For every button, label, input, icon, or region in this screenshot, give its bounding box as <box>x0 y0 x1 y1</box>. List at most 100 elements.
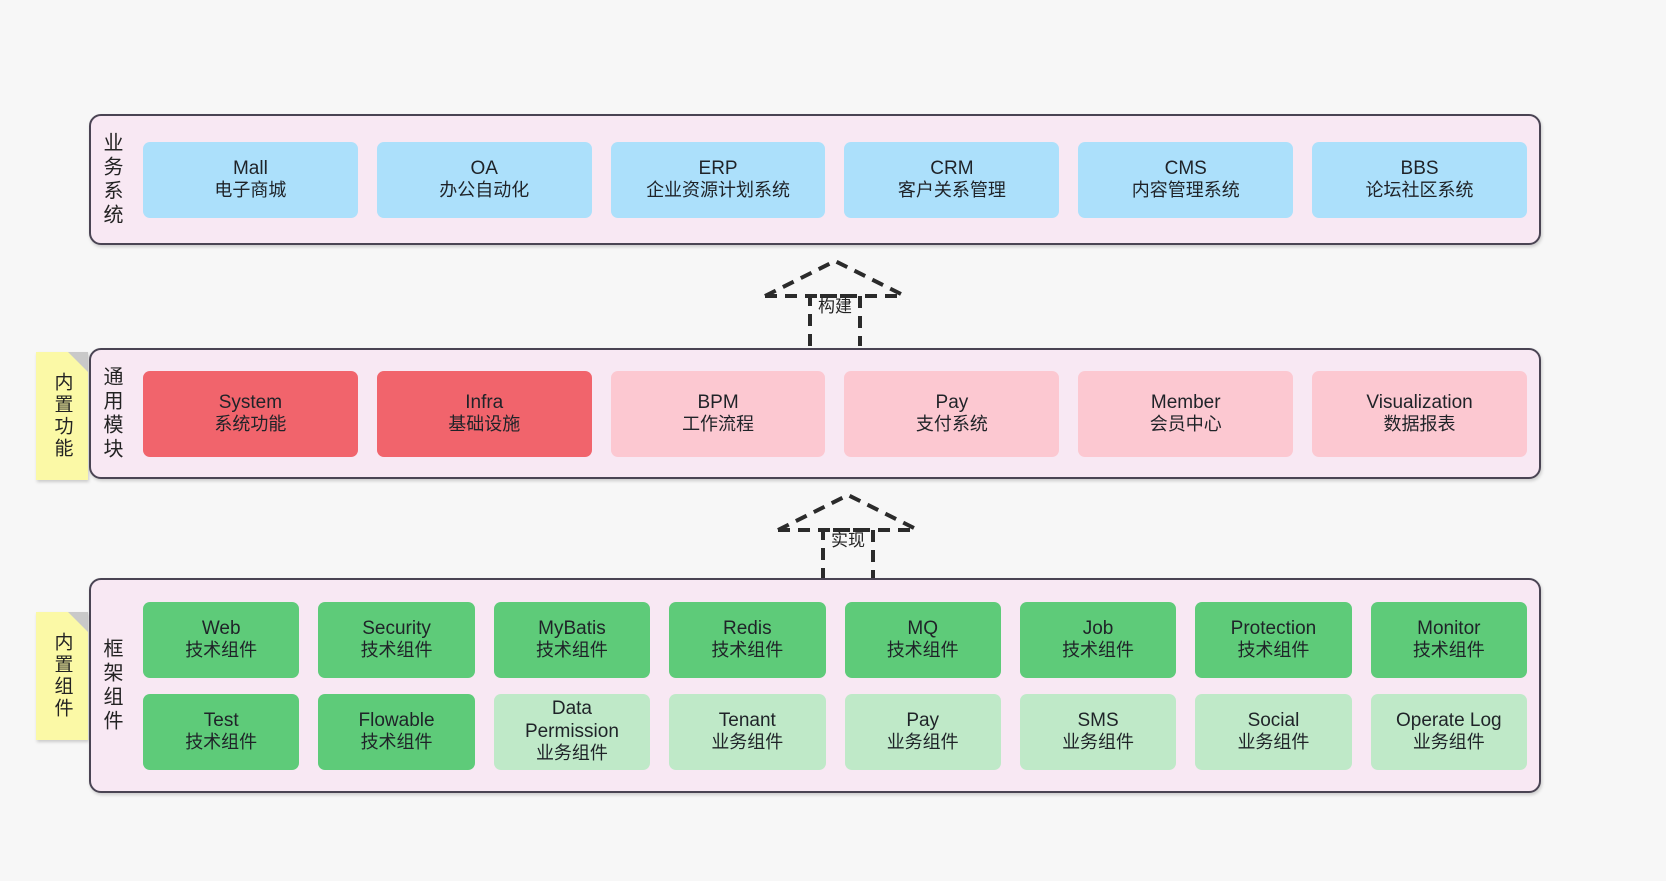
card-bpm[interactable]: BPM 工作流程 <box>610 370 826 457</box>
card-redis[interactable]: Redis 技术组件 <box>669 601 826 678</box>
card-subtitle: 技术组件 <box>185 640 258 661</box>
card-subtitle: 业务组件 <box>1062 732 1135 753</box>
card-title: BBS <box>1400 157 1439 179</box>
layer-body-business-system: Mall 电子商城 OA 办公自动化 ERP 企业资源计划系统 CRM 客户关系… <box>131 116 1539 243</box>
card-crm[interactable]: CRM 客户关系管理 <box>844 141 1060 218</box>
card-subtitle: 办公自动化 <box>439 180 530 201</box>
connector-implement-label: 实现 <box>831 531 865 550</box>
connector-build-label: 构建 <box>818 297 852 316</box>
card-monitor[interactable]: Monitor 技术组件 <box>1370 601 1527 678</box>
layer-common-modules[interactable]: 通用模块 System 系统功能 Infra 基础设施 BPM 工作流程 Pay… <box>89 348 1541 479</box>
card-bbs[interactable]: BBS 论坛社区系统 <box>1312 141 1527 218</box>
card-title: Monitor <box>1417 617 1481 639</box>
card-subtitle: 技术组件 <box>535 640 608 661</box>
card-row: Mall 电子商城 OA 办公自动化 ERP 企业资源计划系统 CRM 客户关系… <box>143 141 1527 218</box>
card-system[interactable]: System 系统功能 <box>143 370 358 457</box>
card-subtitle: 技术组件 <box>711 640 784 661</box>
card-flowable[interactable]: Flowable 技术组件 <box>318 693 475 770</box>
card-title: Operate Log <box>1395 709 1502 731</box>
card-title: Pay <box>935 391 969 413</box>
card-oa[interactable]: OA 办公自动化 <box>376 141 592 218</box>
card-title: System <box>218 391 283 413</box>
card-erp[interactable]: ERP 企业资源计划系统 <box>610 141 826 218</box>
note-fold-icon <box>68 612 88 632</box>
card-subtitle: 支付系统 <box>915 414 988 435</box>
note-fold-icon <box>68 352 88 372</box>
card-subtitle: 论坛社区系统 <box>1365 180 1474 201</box>
note-label: 内置功能 <box>51 372 73 460</box>
card-row-tech: Web 技术组件 Security 技术组件 MyBatis 技术组件 Redi… <box>143 601 1527 678</box>
card-visualization[interactable]: Visualization 数据报表 <box>1312 370 1527 457</box>
card-subtitle: 企业资源计划系统 <box>646 180 791 201</box>
card-subtitle: 数据报表 <box>1383 414 1456 435</box>
card-subtitle: 技术组件 <box>185 732 258 753</box>
card-title: Security <box>362 617 431 639</box>
card-title: ERP <box>698 157 738 179</box>
card-subtitle: 业务组件 <box>1237 732 1310 753</box>
card-operate-log[interactable]: Operate Log 业务组件 <box>1370 693 1527 770</box>
card-protection[interactable]: Protection 技术组件 <box>1195 601 1352 678</box>
card-title: BPM <box>697 391 739 413</box>
layer-label-framework-components: 框架组件 <box>100 637 122 734</box>
card-title: CMS <box>1164 157 1207 179</box>
card-mybatis[interactable]: MyBatis 技术组件 <box>493 601 651 678</box>
card-title: Mall <box>232 157 268 179</box>
card-social[interactable]: Social 业务组件 <box>1195 693 1352 770</box>
card-mall[interactable]: Mall 电子商城 <box>143 141 358 218</box>
card-mq[interactable]: MQ 技术组件 <box>844 601 1001 678</box>
note-built-in-components[interactable]: 内置组件 <box>36 612 88 740</box>
card-subtitle: 技术组件 <box>1412 640 1485 661</box>
card-tenant[interactable]: Tenant 业务组件 <box>669 693 826 770</box>
layer-body-framework-components: Web 技术组件 Security 技术组件 MyBatis 技术组件 Redi… <box>131 580 1539 791</box>
card-subtitle: 业务组件 <box>535 743 608 764</box>
card-subtitle: 技术组件 <box>360 640 433 661</box>
card-subtitle: 技术组件 <box>886 640 959 661</box>
card-subtitle: 系统功能 <box>214 414 287 435</box>
card-cms[interactable]: CMS 内容管理系统 <box>1078 141 1294 218</box>
card-subtitle: 基础设施 <box>448 414 521 435</box>
card-test[interactable]: Test 技术组件 <box>143 693 300 770</box>
card-title: Web <box>201 617 241 639</box>
card-title: Job <box>1082 617 1114 639</box>
card-title: Protection <box>1230 617 1317 639</box>
card-title: Test <box>203 709 239 731</box>
card-pay-business[interactable]: Pay 业务组件 <box>844 693 1001 770</box>
card-title: Social <box>1247 709 1300 731</box>
layer-label-business-system: 业务系统 <box>100 131 122 228</box>
card-web[interactable]: Web 技术组件 <box>143 601 300 678</box>
card-data-permission[interactable]: Data Permission 业务组件 <box>493 693 651 770</box>
card-subtitle: 内容管理系统 <box>1131 180 1240 201</box>
card-title: MyBatis <box>538 617 606 639</box>
card-subtitle: 技术组件 <box>360 732 433 753</box>
card-security[interactable]: Security 技术组件 <box>318 601 475 678</box>
card-title: Infra <box>465 391 504 413</box>
card-subtitle: 会员中心 <box>1149 414 1222 435</box>
card-job[interactable]: Job 技术组件 <box>1019 601 1177 678</box>
card-subtitle: 工作流程 <box>682 414 755 435</box>
card-title: CRM <box>930 157 974 179</box>
layer-business-system[interactable]: 业务系统 Mall 电子商城 OA 办公自动化 ERP 企业资源计划系统 CRM… <box>89 114 1541 245</box>
card-title: OA <box>470 157 498 179</box>
card-title: Flowable <box>358 709 435 731</box>
note-label: 内置组件 <box>51 632 73 720</box>
card-title: MQ <box>907 617 938 639</box>
card-title: Member <box>1150 391 1221 413</box>
note-built-in-functions[interactable]: 内置功能 <box>36 352 88 480</box>
card-subtitle: 技术组件 <box>1062 640 1135 661</box>
card-subtitle: 技术组件 <box>1237 640 1310 661</box>
card-title: Pay <box>906 709 940 731</box>
card-subtitle: 业务组件 <box>711 732 784 753</box>
card-title: Visualization <box>1366 391 1473 413</box>
card-member[interactable]: Member 会员中心 <box>1078 370 1294 457</box>
card-title: Tenant <box>718 709 776 731</box>
card-pay[interactable]: Pay 支付系统 <box>844 370 1060 457</box>
card-row: System 系统功能 Infra 基础设施 BPM 工作流程 Pay 支付系统… <box>143 370 1527 457</box>
card-title: SMS <box>1077 709 1119 731</box>
card-subtitle: 业务组件 <box>1412 732 1485 753</box>
card-sms[interactable]: SMS 业务组件 <box>1019 693 1177 770</box>
card-infra[interactable]: Infra 基础设施 <box>376 370 592 457</box>
layer-framework-components[interactable]: 框架组件 Web 技术组件 Security 技术组件 MyBatis 技术组件… <box>89 578 1541 793</box>
card-subtitle: 电子商城 <box>214 180 287 201</box>
card-title: Redis <box>723 617 772 639</box>
